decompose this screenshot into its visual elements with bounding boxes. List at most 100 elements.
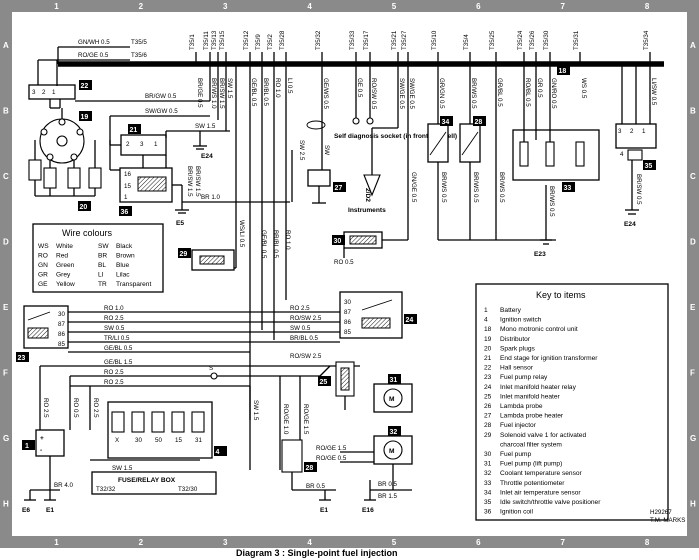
wire-label-br-sw-15-b: BR/SW 1.5 — [194, 166, 201, 197]
wire-label-br-05-b: BR 0.5 — [378, 481, 397, 488]
ground-label-e24-a: E24 — [201, 153, 213, 160]
instruments-label: Instruments — [348, 207, 386, 214]
component-number-22: 22 — [81, 83, 89, 90]
top-wire-label-3: SW 1.5 — [226, 78, 233, 99]
grid-col-bottom-1: 1 — [54, 538, 59, 547]
wire-label-ro-25-d: RO 2.5 — [290, 305, 310, 312]
grid-row-left-A: A — [3, 41, 9, 50]
top-wire-label-16: RO/BL 0.5 — [524, 78, 531, 107]
wire-label-sw-05: SW 0.5 — [104, 325, 125, 332]
top-wire-label-20: LI/SW 0.5 — [650, 78, 657, 106]
component-number-25: 25 — [320, 379, 328, 386]
component-number-20: 20 — [80, 204, 88, 211]
wire-label-gn-ge: GN/GE 0.5 — [410, 172, 417, 203]
wire-label-sw-15-a: SW 1.5 — [195, 123, 216, 130]
top-wire-label-11: SW/GE 0.5 — [398, 78, 405, 110]
ground-label-e1: E1 — [46, 507, 54, 514]
throttle-potentiometer: 33 — [512, 64, 600, 192]
key-item-17: Coolant temperature sensor — [500, 470, 583, 477]
key-number-4: 4 — [484, 317, 488, 324]
wire-label-ge-bl: GE/BL 0.5 — [260, 230, 267, 259]
key-item-14: charcoal filter system — [500, 441, 562, 448]
wire-label-br-10: BR 1.0 — [201, 194, 220, 201]
terminal-t35-1: T35/1 — [189, 34, 196, 50]
wire-colour-blue: Blue — [116, 262, 130, 269]
component-number-1: 1 — [25, 443, 29, 450]
key-item-15: Fuel pump — [500, 451, 531, 458]
wire-code-RO: RO — [38, 253, 48, 260]
idle-switch: 3 2 1 4 35 E24 BR/SW 0.5 — [615, 64, 657, 228]
grid-row-left-H: H — [3, 499, 9, 508]
wire-label-br-bl-v: BR/BL 0.5 — [272, 230, 279, 259]
component-number-18: 18 — [559, 68, 567, 75]
relay24-pin-87: 87 — [344, 309, 351, 316]
switch-contact-50 — [151, 411, 165, 433]
wire-label-ro-25: RO 2.5 — [104, 315, 124, 322]
key-number-26: 26 — [484, 403, 492, 410]
wire-colour-white: White — [56, 243, 73, 250]
terminal-t35-2: T35/2 — [267, 34, 274, 50]
key-number-33: 33 — [484, 480, 492, 487]
wire-label-ws-li: WS/LI 0.5 — [238, 220, 245, 248]
grid-col-top-5: 5 — [392, 2, 397, 11]
terminal-t35-28: T35/28 — [279, 30, 286, 50]
key-item-6: Hall sensor — [500, 365, 534, 372]
wire-colour-green: Green — [56, 262, 75, 269]
left-cluster-wires — [209, 64, 293, 420]
switch-pin-15: 15 — [175, 437, 182, 444]
fuel-pump-relay: 30 87 86 85 23 — [16, 305, 69, 362]
top-wire-label-6: RO 1.0 — [274, 78, 281, 98]
relay23-pin-87: 87 — [58, 321, 65, 328]
top-wire-label-8: GE/WS 0.5 — [322, 78, 329, 110]
grid-col-top-6: 6 — [476, 2, 481, 11]
grid-row-left-D: D — [3, 237, 9, 246]
wire-code-GE: GE — [38, 281, 48, 288]
top-wire-label-10: RO/SW 0.5 — [370, 78, 377, 110]
svg-text:M: M — [389, 396, 395, 403]
relay23-pin-85: 85 — [58, 341, 65, 348]
key-number-24: 24 — [484, 384, 492, 391]
svg-text:M: M — [389, 448, 395, 455]
grid-col-bottom-8: 8 — [645, 538, 650, 547]
wire-label-br-gw: BR/GW 0.5 — [145, 93, 177, 100]
component-number-35: 35 — [645, 163, 653, 170]
key-number-29: 29 — [484, 432, 492, 439]
wire-label-ro-ge: RO/GE 0.5 — [78, 52, 109, 59]
fuse-box-left: T32/32 — [96, 486, 116, 493]
component-number-34: 34 — [442, 119, 450, 126]
component-number-19: 19 — [81, 114, 89, 121]
grid-row-right-A: A — [690, 41, 696, 50]
component-number-23: 23 — [18, 355, 26, 362]
wire-code-GR: GR — [38, 272, 48, 279]
component-number-31: 32 — [390, 429, 398, 436]
top-wire-label-0: BR/GE 0.5 — [196, 78, 203, 108]
heater-relay: 30 87 86 85 24 — [339, 291, 417, 339]
grid-col-bottom-7: 7 — [560, 538, 565, 547]
component-number-29: 30 — [334, 238, 342, 245]
wire-label-br-ws-b: BR/WS 0.5 — [472, 172, 479, 203]
switch-contact-30 — [131, 411, 145, 433]
wire-code-BL: BL — [98, 262, 106, 269]
top-wire-label-1: BR/WS 1.0 — [210, 78, 217, 109]
wire-label-ro-ge-15-b: RO/GE 1.5 — [316, 445, 347, 452]
relay23-pin-86: 86 — [58, 331, 65, 338]
top-wire-label-12: SW/GE 0.5 — [408, 78, 415, 110]
wire-label-ro-sw-25: RO/SW 2.5 — [290, 315, 322, 322]
diagram-caption: Diagram 3 : Single-point fuel injection — [236, 548, 398, 558]
top-wire-label-15: GR/BL 0.5 — [496, 78, 503, 107]
component-number-33: 33 — [564, 185, 572, 192]
wire-label-br-ws-c: BR/WS 0.5 — [498, 172, 505, 203]
grid-col-top-8: 8 — [645, 2, 650, 11]
key-number-19: 19 — [484, 336, 492, 343]
terminal-t35-34: T35/34 — [643, 30, 650, 50]
terminal-t35-26: T35/26 — [529, 30, 536, 50]
wire-code-WS: WS — [38, 243, 49, 250]
grid-row-left-G: G — [3, 434, 9, 443]
wire-colour-grey: Grey — [56, 272, 71, 279]
top-wire-label-4: GE/BL 0.5 — [250, 78, 257, 107]
wire-label-ro-25-b: RO 2.5 — [104, 369, 124, 376]
wire-label-br-sw-15: BR/SW 1.5 — [186, 166, 193, 197]
grid-row-right-B: B — [690, 106, 696, 115]
key-number-34: 34 — [484, 489, 492, 496]
grid-col-top-7: 7 — [560, 2, 565, 11]
